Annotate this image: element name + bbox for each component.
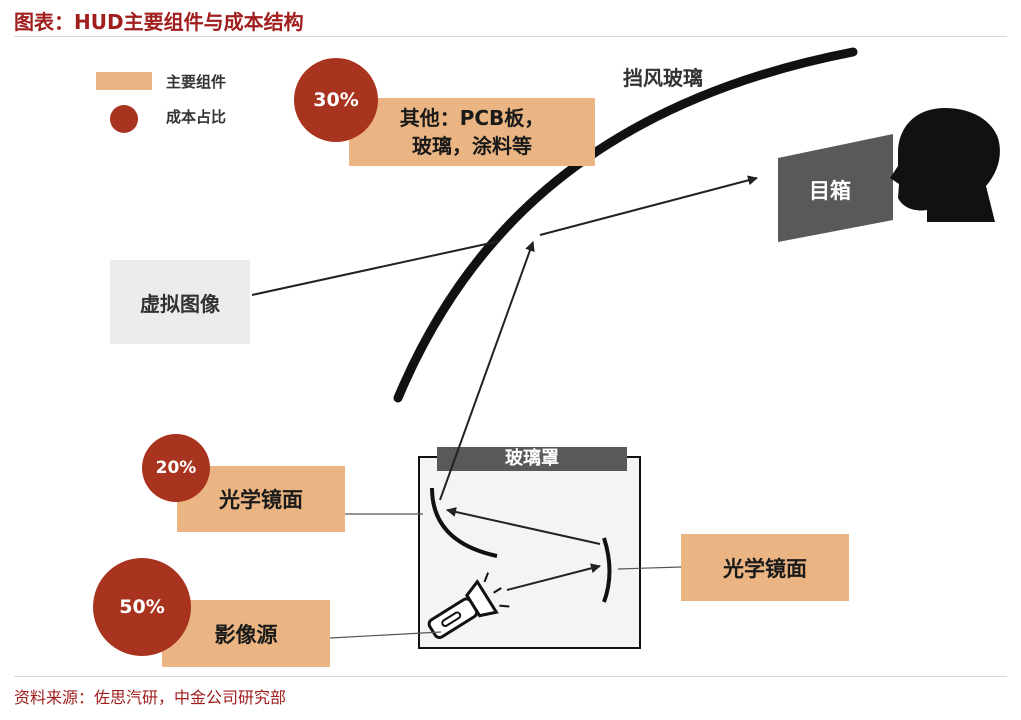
legend-cost-label: 成本占比 bbox=[166, 108, 227, 126]
legend-cost-dot bbox=[110, 105, 138, 133]
virtual-image-label: 虚拟图像 bbox=[110, 260, 250, 344]
component-other-box: 其他：PCB板， 玻璃，涂料等 bbox=[349, 98, 595, 166]
virtual-image-sightline bbox=[251, 240, 501, 296]
ray-right-to-left-mirror bbox=[446, 507, 601, 545]
eyebox-panel bbox=[778, 134, 893, 242]
head-silhouette-icon bbox=[890, 108, 1000, 222]
legend-component-swatch bbox=[96, 72, 152, 90]
leader-right-mirror bbox=[617, 566, 682, 570]
component-mirror-right-box: 光学镜面 bbox=[681, 534, 849, 601]
cost-other-circle: 30% bbox=[294, 58, 378, 142]
bottom-divider bbox=[14, 676, 1007, 677]
ray-windshield-to-eyebox bbox=[539, 175, 758, 236]
glass-cover-bar bbox=[437, 447, 627, 471]
chart-title: 图表：HUD主要组件与成本结构 bbox=[14, 10, 304, 34]
cost-mirror-circle: 20% bbox=[142, 434, 210, 502]
component-other-line1: 其他：PCB板， bbox=[399, 106, 545, 130]
right-mirror bbox=[602, 537, 612, 603]
ray-left-mirror-to-windshield bbox=[439, 241, 535, 501]
glass-cover-label: 玻璃罩 bbox=[505, 448, 559, 469]
image-source-flashlight-icon bbox=[427, 572, 510, 639]
component-other-line2: 玻璃，涂料等 bbox=[412, 134, 532, 158]
windshield-curve bbox=[393, 47, 858, 403]
eyebox-label: 目箱 bbox=[809, 179, 851, 203]
legend-component-label: 主要组件 bbox=[166, 73, 227, 91]
source-note: 资料来源：佐思汽研，中金公司研究部 bbox=[14, 688, 287, 707]
left-mirror bbox=[430, 487, 498, 558]
windshield-label: 挡风玻璃 bbox=[623, 66, 703, 90]
cost-image-source-circle: 50% bbox=[93, 558, 191, 656]
ray-source-to-right-mirror bbox=[506, 563, 601, 591]
leader-image-source bbox=[329, 631, 442, 639]
component-mirror-left-box: 光学镜面 bbox=[177, 466, 345, 532]
top-divider bbox=[14, 36, 1007, 37]
